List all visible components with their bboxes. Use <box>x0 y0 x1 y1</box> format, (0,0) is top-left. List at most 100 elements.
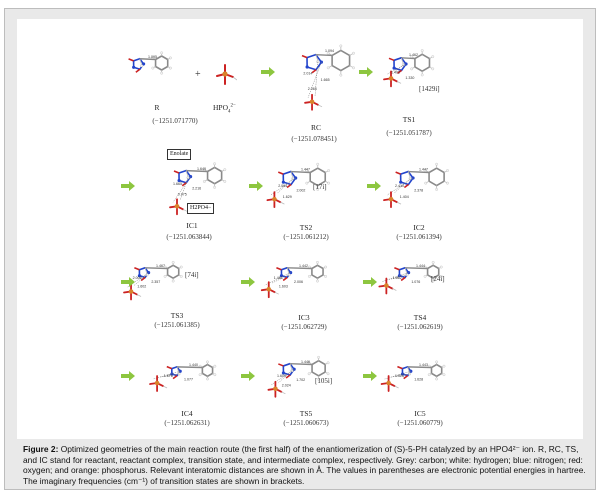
distance-label: 1.447 <box>301 168 310 172</box>
bond <box>201 363 209 369</box>
bond <box>414 53 424 60</box>
bond <box>316 274 324 279</box>
hydrogen-atom <box>324 275 327 278</box>
bond <box>403 375 409 380</box>
distance-label: 2.014 <box>303 71 312 75</box>
structure-label: RC <box>310 123 321 132</box>
hydrogen-atom <box>151 66 155 70</box>
hpo4-sub: 4 <box>228 109 231 115</box>
bond <box>176 366 203 369</box>
hydrogen-atom <box>435 360 438 364</box>
bond <box>139 58 143 65</box>
hydrogen-atom <box>206 377 209 381</box>
hbond <box>270 177 296 196</box>
hydrogen-atom <box>171 261 175 264</box>
reaction-arrow <box>121 277 135 287</box>
bond <box>172 375 178 380</box>
imaginary-frequency: [24i] <box>431 275 445 283</box>
hydrogen-atom <box>179 275 183 278</box>
arrow-shape <box>363 277 377 287</box>
energy-value: (−1251.061394) <box>396 233 442 241</box>
hydrogen-atom <box>431 67 435 71</box>
distance-label: 1.665 <box>321 78 330 82</box>
bond <box>393 57 403 62</box>
reaction-arrow <box>121 181 135 191</box>
structure-label: R <box>154 103 160 112</box>
distance-label: 1.462 <box>409 53 418 57</box>
bond <box>281 391 286 395</box>
bond <box>289 363 293 370</box>
arrow-shape <box>359 67 373 77</box>
bond <box>435 180 445 187</box>
bond <box>317 104 323 108</box>
reaction-arrow <box>249 181 263 191</box>
reaction-arrow <box>367 181 381 191</box>
distance-label: 1.665 <box>173 182 182 186</box>
nitrogen-atom <box>132 65 136 69</box>
bond <box>185 170 189 177</box>
reaction-arrow <box>121 371 135 381</box>
bond <box>317 359 326 366</box>
bond <box>331 64 342 72</box>
hydrogen-atom <box>339 44 343 48</box>
bond <box>144 267 168 270</box>
bond <box>311 359 320 366</box>
bond <box>421 66 431 72</box>
bond <box>317 371 326 377</box>
phosphorus-atom <box>266 286 272 292</box>
distance-label: 1.603 <box>279 284 288 288</box>
hbond <box>179 177 189 201</box>
arrow-shape <box>249 181 263 191</box>
arrow-shape <box>121 371 135 381</box>
hbond <box>386 177 414 196</box>
phosphorus-atom <box>273 386 278 392</box>
bond <box>282 276 288 282</box>
distance-label: 2.002 <box>296 189 305 193</box>
hbond <box>391 373 410 378</box>
bond <box>340 64 351 72</box>
distance-label: 2.378 <box>414 189 423 193</box>
reaction-arrow <box>363 277 377 287</box>
nitrogen-atom <box>305 65 309 69</box>
arrow-shape <box>241 371 255 381</box>
hydrogen-atom <box>435 162 438 166</box>
imaginary-frequency: [1429i] <box>419 85 440 93</box>
phosphorus-atom <box>384 283 389 288</box>
bond <box>311 274 319 279</box>
bond <box>181 182 187 187</box>
hydrogen-atom <box>160 71 163 75</box>
hydrogen-atom <box>206 360 209 364</box>
hydrogen-atom <box>431 261 435 264</box>
bond <box>286 183 292 189</box>
hpo4-structure <box>216 64 237 85</box>
phosphorus-atom <box>386 380 391 386</box>
hydrogen-atom <box>223 180 227 183</box>
bond <box>160 55 169 61</box>
bond <box>286 267 290 274</box>
bond <box>311 264 319 270</box>
bond <box>301 54 308 59</box>
imaginary-frequency: [105i] <box>315 377 333 385</box>
bond <box>277 171 284 175</box>
distance-label: 2.216 <box>192 186 201 190</box>
structure-label: IC5 <box>414 409 426 418</box>
nitrogen-atom <box>411 176 415 180</box>
hydrogen-atom <box>442 364 446 368</box>
hbond <box>271 274 290 284</box>
hydrogen-atom <box>213 373 217 377</box>
hbond <box>277 178 294 194</box>
hydrogen-atom <box>316 162 320 166</box>
hpo4-label: HPO42− <box>213 103 236 115</box>
bond <box>430 372 438 378</box>
energy-value: (−1251.063844) <box>166 233 212 241</box>
bond <box>394 385 399 389</box>
distance-label: 1.640 <box>197 167 206 171</box>
reaction-arrow <box>261 67 275 77</box>
bond <box>160 65 169 71</box>
hydrogen-atom <box>327 181 330 185</box>
